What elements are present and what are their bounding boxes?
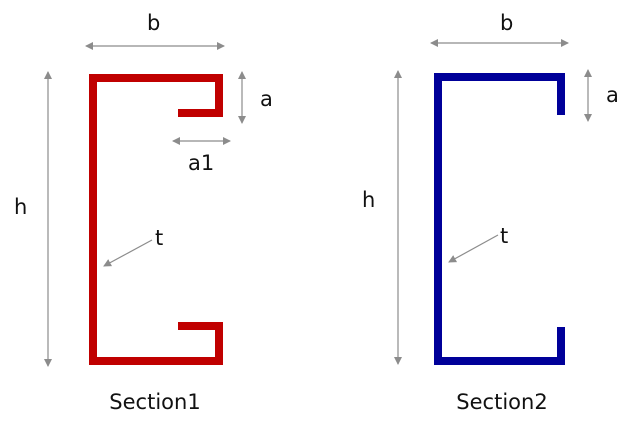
section1-caption: Section1 <box>109 390 200 414</box>
section2-t-label: t <box>500 224 508 248</box>
section2-b-label: b <box>500 11 513 35</box>
section1-b-label: b <box>147 11 160 35</box>
section1-t-leader-line <box>103 239 153 267</box>
section2-t-leader-line <box>448 234 499 263</box>
section1-h-label: h <box>14 195 27 219</box>
section2-h-label: h <box>362 188 375 212</box>
section1-group: b a a1 h t Section1 <box>14 11 273 414</box>
section2-caption: Section2 <box>456 390 547 414</box>
section1-a1-label: a1 <box>188 151 214 175</box>
section1-t-label: t <box>155 226 163 250</box>
section1-a-label: a <box>260 87 273 111</box>
section2-group: b a h t Section2 <box>362 11 619 414</box>
section2-c-profile <box>434 73 565 365</box>
section1-c-profile <box>89 74 223 365</box>
section1-top-lip <box>178 101 223 117</box>
section2-a-label: a <box>606 83 619 107</box>
